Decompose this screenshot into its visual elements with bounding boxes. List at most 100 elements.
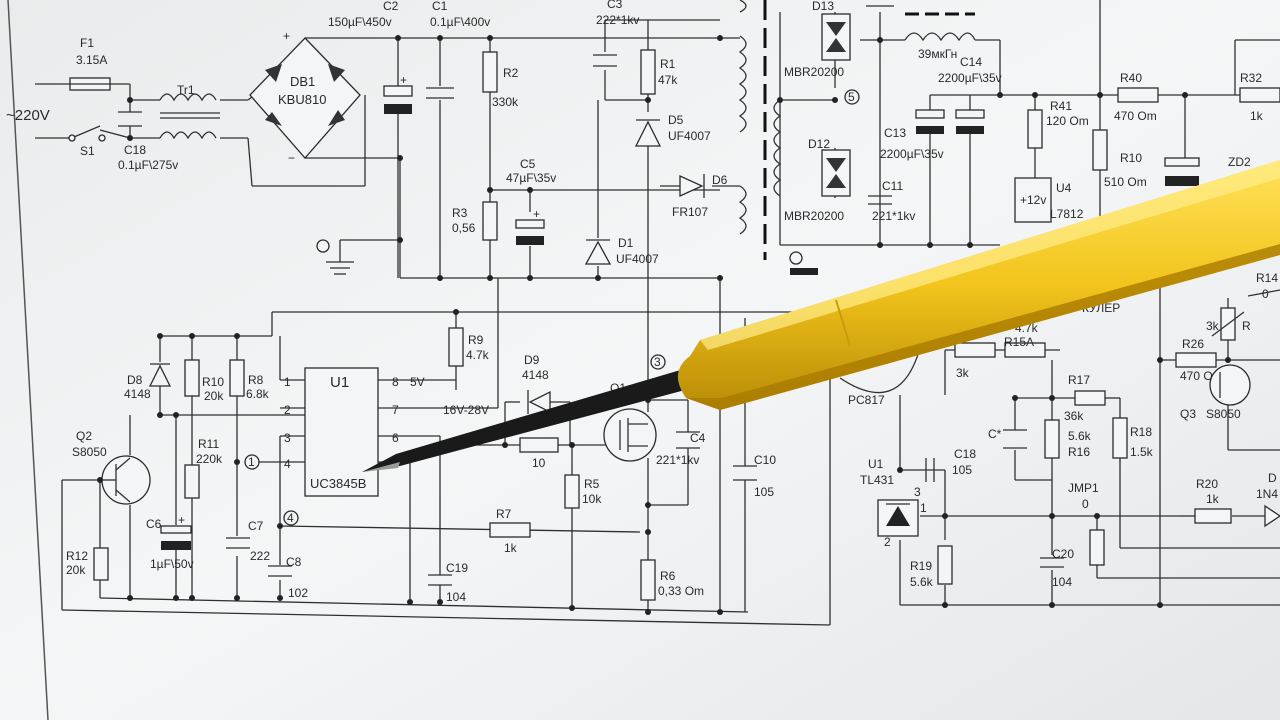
r2-resistor bbox=[482, 51, 498, 93]
u1-pin4: 4 bbox=[284, 457, 291, 471]
d9-part: 4148 bbox=[522, 368, 549, 382]
d13-diode-a bbox=[826, 22, 846, 36]
r16-resistor bbox=[1044, 419, 1060, 459]
screwdriver-tip-glint bbox=[362, 462, 400, 472]
c7-value: 222 bbox=[250, 549, 270, 563]
c18b-ref: C18 bbox=[954, 447, 976, 461]
d5-ref: D5 bbox=[668, 113, 684, 127]
gate-resistor-value: 10 bbox=[532, 456, 546, 470]
r40-ref: R40 bbox=[1120, 71, 1142, 85]
trimmer-arrow bbox=[1211, 311, 1245, 337]
r7-resistor bbox=[489, 522, 531, 538]
r5-ref: R5 bbox=[584, 477, 600, 491]
q3-ref: Q3 bbox=[1180, 407, 1196, 421]
c13-plate-negative bbox=[916, 126, 944, 134]
q1-mosfet bbox=[603, 408, 657, 462]
r8-resistor bbox=[229, 359, 245, 397]
r40-resistor bbox=[1117, 87, 1159, 103]
screwdriver-collar bbox=[835, 299, 851, 347]
r3-resistor bbox=[482, 201, 498, 241]
node-4-label: 4 bbox=[287, 511, 294, 525]
c5-value: 47µF\35v bbox=[506, 171, 556, 185]
node-1-label: 1 bbox=[248, 455, 255, 469]
r26-ref: R26 bbox=[1182, 337, 1204, 351]
c-star-ref: C* bbox=[988, 427, 1002, 441]
tl431-ref: U1 bbox=[868, 457, 884, 471]
r20-ref: R20 bbox=[1196, 477, 1218, 491]
page-border-line bbox=[7, 0, 49, 720]
bridge-part: KBU810 bbox=[278, 92, 326, 107]
c4-ref: C4 bbox=[690, 431, 706, 445]
d1-ref: D1 bbox=[618, 236, 634, 250]
r19-value: 5.6k bbox=[910, 575, 934, 589]
d13-ref: D13 bbox=[812, 0, 834, 13]
c10-ref: C10 bbox=[754, 453, 776, 467]
ground-terminal-left bbox=[316, 239, 330, 253]
inductor-value: 39мкГн bbox=[918, 47, 957, 61]
d12-ref: D12 bbox=[808, 137, 830, 151]
c20-value: 104 bbox=[1052, 575, 1072, 589]
c13-plate-positive bbox=[915, 109, 945, 119]
u1-5v-label: 5V bbox=[410, 375, 425, 389]
r32-ref: R32 bbox=[1240, 71, 1262, 85]
r16-ref: R16 bbox=[1068, 445, 1090, 459]
jmp1-ref: JMP1 bbox=[1068, 481, 1099, 495]
c7-ref: C7 bbox=[248, 519, 264, 533]
q3-part: S8050 bbox=[1206, 407, 1241, 421]
r18-value: 1.5k bbox=[1130, 445, 1154, 459]
transformer-top bbox=[739, 0, 747, 13]
r12-value: 20k bbox=[66, 563, 86, 577]
node-4 bbox=[283, 510, 299, 526]
c19-value: 104 bbox=[446, 590, 466, 604]
c19-ref: C19 bbox=[446, 561, 468, 575]
d13-diode-b bbox=[826, 38, 846, 52]
screwdriver-shadow bbox=[686, 244, 1280, 410]
r11-ref: R11 bbox=[198, 437, 219, 451]
u4-ref: U4 bbox=[1056, 181, 1072, 195]
r17-resistor bbox=[1074, 390, 1106, 406]
d8-part: 4148 bbox=[124, 387, 151, 401]
r41-resistor bbox=[1027, 109, 1043, 149]
r11-value: 220k bbox=[196, 452, 223, 466]
screwdriver-highlight bbox=[700, 160, 1280, 350]
r41-ref: R41 bbox=[1050, 99, 1072, 113]
ground-terminal-right bbox=[789, 251, 803, 265]
r9-value: 4.7k bbox=[466, 348, 490, 362]
c3-ref: C3 bbox=[607, 0, 623, 11]
r10-secondary-value: 510 Om bbox=[1104, 175, 1147, 189]
r5-resistor bbox=[564, 474, 580, 509]
d12-diode-pack bbox=[821, 149, 851, 197]
r40-value: 470 Om bbox=[1114, 109, 1157, 123]
pc817-body bbox=[839, 347, 921, 394]
mains-voltage-label: ~220V bbox=[6, 107, 50, 124]
d-edge-part: 1N4 bbox=[1256, 487, 1278, 501]
r14-value: 0 bbox=[1262, 287, 1269, 301]
c2-plate-negative bbox=[384, 104, 412, 114]
d1-diode bbox=[584, 240, 612, 265]
d-edge-ref: D bbox=[1268, 471, 1277, 485]
d9-diode bbox=[528, 390, 551, 414]
d6-diode bbox=[679, 174, 704, 198]
fuse-value: 3.15A bbox=[76, 53, 107, 67]
switch-contact-a bbox=[68, 134, 76, 142]
r9-resistor bbox=[448, 327, 464, 367]
c10-value: 105 bbox=[754, 485, 774, 499]
r6-resistor bbox=[640, 559, 656, 601]
node-1 bbox=[244, 454, 260, 470]
r17-value: 36k bbox=[1064, 409, 1084, 423]
u1-ref: U1 bbox=[330, 374, 349, 391]
c2-ref: C2 bbox=[383, 0, 399, 13]
r10-ref: R10 bbox=[202, 375, 224, 389]
c2-plate-positive bbox=[383, 85, 413, 97]
tl431-symbol bbox=[886, 506, 910, 526]
u1-pin7: 7 bbox=[392, 403, 399, 417]
output-inductor bbox=[904, 32, 976, 42]
c6-plate-positive bbox=[160, 525, 192, 534]
r1-ref: R1 bbox=[660, 57, 676, 71]
c18b-value: 105 bbox=[952, 463, 972, 477]
r18-resistor bbox=[1112, 417, 1128, 459]
tl431-pin2: 2 bbox=[884, 535, 891, 549]
r15a-ref: R15A bbox=[1004, 335, 1034, 349]
q2-collector bbox=[115, 457, 131, 471]
jmp1-resistor bbox=[1089, 529, 1105, 566]
